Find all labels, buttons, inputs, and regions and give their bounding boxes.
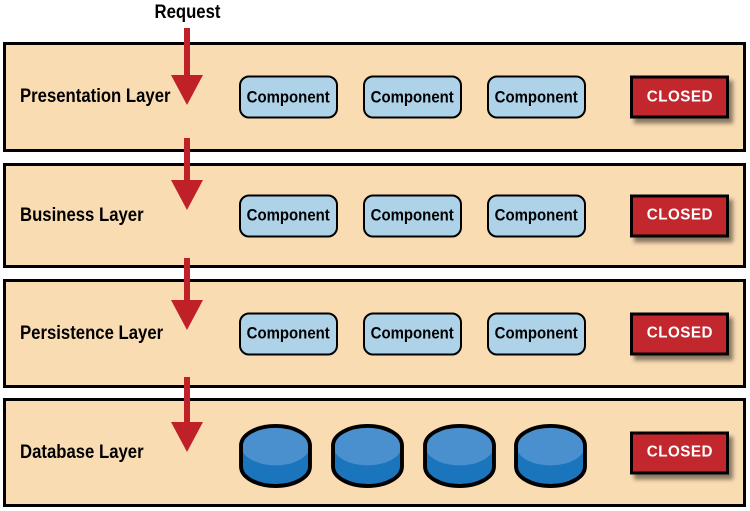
arrow-shaft (184, 138, 190, 180)
component-label: Component (246, 87, 331, 106)
layer-label: Presentation Layer (20, 86, 171, 107)
component-label: Component (246, 205, 331, 225)
flow-arrow-down-4 (171, 377, 203, 452)
arrow-head-icon (171, 422, 203, 452)
arrow-shaft (184, 377, 190, 422)
component-box: Component (239, 194, 338, 237)
database-cylinder-icon (513, 423, 588, 488)
component-box: Component (487, 75, 586, 119)
arrow-head-icon (171, 75, 203, 105)
database-cylinder-icon (422, 423, 497, 488)
component-label: Component (370, 205, 455, 225)
closed-badge: CLOSED (630, 194, 729, 237)
closed-badge: CLOSED (630, 431, 729, 474)
component-box: Component (487, 194, 586, 237)
component-label: Component (494, 205, 579, 225)
component-box: Component (239, 312, 338, 355)
component-box: Component (363, 194, 462, 237)
layer-business: Business Layer Component Component Compo… (3, 163, 746, 268)
layer-label: Persistence Layer (20, 322, 164, 344)
closed-label: CLOSED (646, 443, 713, 461)
database-cylinder-icon (330, 423, 405, 488)
flow-arrow-down-2 (171, 138, 203, 210)
database-cylinder-icon (238, 423, 313, 488)
layer-database: Database Layer CLOSED (3, 398, 746, 507)
component-label: Component (494, 87, 579, 106)
arrow-shaft (184, 258, 190, 300)
arrow-head-icon (171, 300, 203, 330)
layer-label: Business Layer (20, 204, 144, 226)
closed-label: CLOSED (646, 206, 713, 224)
component-label: Component (246, 323, 331, 343)
closed-badge: CLOSED (630, 312, 729, 355)
request-label: Request (110, 2, 264, 24)
closed-label: CLOSED (646, 324, 713, 342)
arrow-shaft (184, 28, 190, 75)
flow-arrow-down-3 (171, 258, 203, 330)
component-box: Component (363, 312, 462, 355)
layer-presentation: Presentation Layer Component Component C… (3, 42, 746, 152)
closed-label: CLOSED (646, 88, 713, 105)
request-label-text: Request (154, 2, 220, 23)
layer-label: Database Layer (20, 441, 144, 463)
component-box: Component (363, 75, 462, 119)
layer-persistence: Persistence Layer Component Component Co… (3, 279, 746, 388)
arrow-head-icon (171, 180, 203, 210)
component-box: Component (487, 312, 586, 355)
component-box: Component (239, 75, 338, 119)
flow-arrow-down-1 (171, 28, 203, 105)
component-label: Component (370, 87, 455, 106)
component-label: Component (370, 323, 455, 343)
closed-badge: CLOSED (630, 75, 729, 119)
component-label: Component (494, 323, 579, 343)
